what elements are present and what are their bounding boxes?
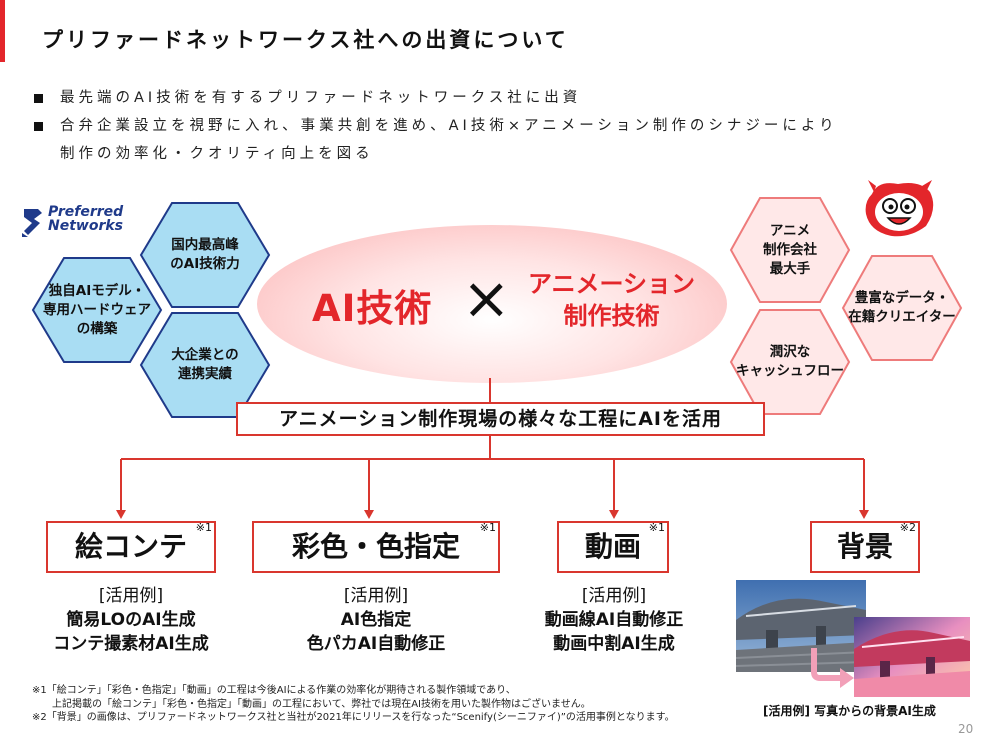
bullet-item: 最先端のAI技術を有するプリファードネットワークス社に出資 <box>32 84 838 112</box>
background-example-caption: [活用例] 写真からの背景AI生成 <box>763 704 936 718</box>
example-inbetween: [活用例] 動画線AI自動修正 動画中割AI生成 <box>544 586 684 654</box>
footnote-mark: ※1 <box>648 521 665 534</box>
photo-ai-background <box>854 617 970 697</box>
multiply-sign: × <box>462 264 511 332</box>
footnote-mark: ※1 <box>479 521 496 534</box>
process-inbetween: 動画※1 <box>557 521 669 573</box>
bullet-list: 最先端のAI技術を有するプリファードネットワークス社に出資 合弁企業設立を視野に… <box>32 84 838 168</box>
blue-hexagons <box>31 202 271 418</box>
synergy-ellipse <box>257 225 727 383</box>
hex-label-rich-data-creators: 豊富なデータ・在籍クリエイター <box>848 290 956 325</box>
footnotes: ※1「絵コンテ」「彩色・色指定」「動画」の工程は今後AIによる作業の効率化が期待… <box>32 684 675 725</box>
ai-usage-banner: アニメーション制作現場の様々な工程にAIを活用 <box>236 402 765 436</box>
page-title: プリファードネットワークス社への出資について <box>42 28 569 52</box>
hex-ample-cashflow <box>729 309 851 415</box>
pink-hexagons <box>729 197 963 415</box>
hex-rich-data-creators <box>841 255 963 361</box>
ai-technology-label: AI技術 <box>312 287 433 330</box>
bullet-square-icon <box>34 122 43 131</box>
bullet-item-continuation: 制作の効率化・クオリティ向上を図る <box>60 146 374 162</box>
pfn-logo-icon <box>22 209 42 237</box>
example-coloring: [活用例] AI色指定 色パカAI自動修正 <box>306 586 446 654</box>
footnote-mark: ※2 <box>899 521 916 534</box>
connector-arrows <box>116 459 869 519</box>
process-background: 背景※2 <box>810 521 920 573</box>
bullet-square-icon <box>34 94 43 103</box>
transform-arrow-icon <box>811 648 854 688</box>
example-storyboard: [活用例] 簡易LOのAI生成 コンテ撮素材AI生成 <box>53 586 209 654</box>
bullet-item: 合弁企業設立を視野に入れ、事業共創を進め、AI技術×アニメーション制作のシナジー… <box>32 112 838 140</box>
hex-own-ai-model <box>31 257 163 363</box>
hex-largest-anime-studio <box>729 197 851 303</box>
footnote-1: ※1「絵コンテ」「彩色・色指定」「動画」の工程は今後AIによる作業の効率化が期待… <box>32 685 516 696</box>
process-storyboard: 絵コンテ※1 <box>46 521 216 573</box>
page-number: 20 <box>958 722 974 736</box>
footnote-mark: ※1 <box>195 521 212 534</box>
hex-label-top-ai-capability: 国内最高峰のAI技術力 <box>170 237 240 272</box>
animation-technology-label: アニメーション 制作技術 <box>528 270 696 330</box>
hex-label-own-ai-model: 独自AIモデル・専用ハードウェアの構築 <box>43 283 151 337</box>
hex-label-largest-anime-studio: アニメ制作会社最大手 <box>763 223 817 277</box>
process-coloring: 彩色・色指定※1 <box>252 521 500 573</box>
hex-label-ample-cashflow: 潤沢なキャッシュフロー <box>736 344 844 379</box>
pfn-logo-text: Preferred Networks <box>48 204 124 234</box>
photo-original <box>736 580 866 672</box>
footnote-1-continued: 上記掲載の「絵コンテ」「彩色・色指定」「動画」の工程において、弊社では現在AI技… <box>32 698 591 710</box>
mascot-logo-icon <box>865 180 934 237</box>
hex-label-enterprise-track-record: 大企業との連携実績 <box>171 347 239 382</box>
accent-bar <box>0 0 5 62</box>
footnote-2: ※2「背景」の画像は、プリファードネットワークス社と当社が2021年にリリースを… <box>32 712 675 723</box>
hex-top-ai-capability <box>139 202 271 308</box>
pfn-logo: Preferred Networks <box>20 205 150 237</box>
